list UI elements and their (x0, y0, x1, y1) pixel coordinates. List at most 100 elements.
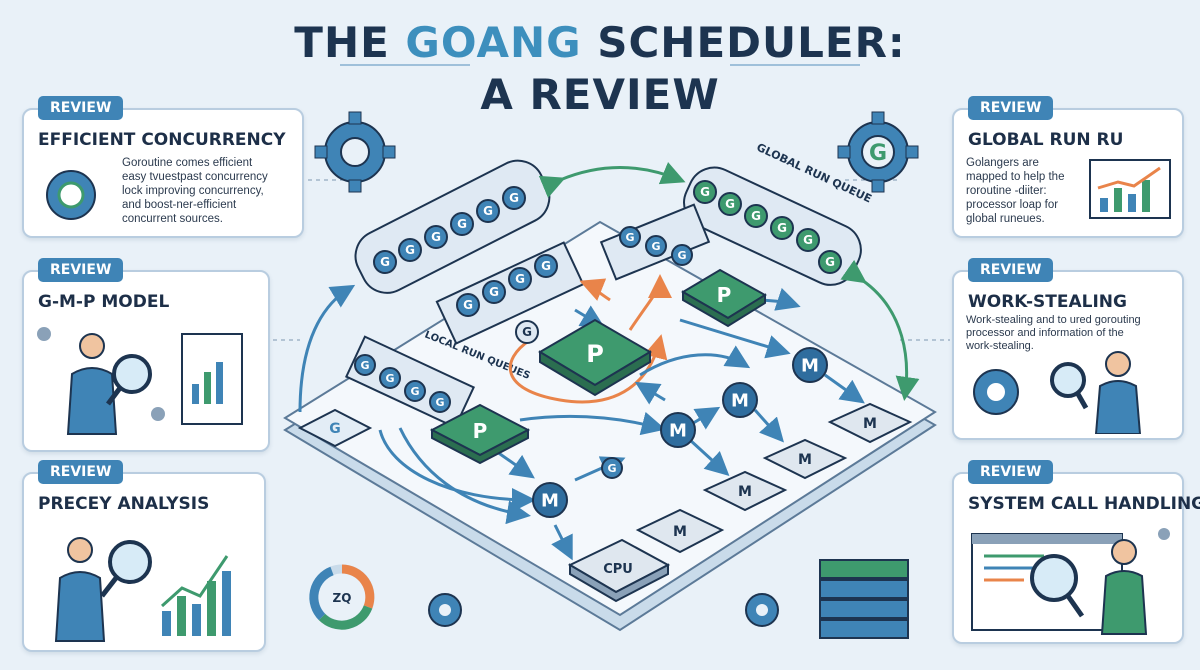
goroutine-token: G (482, 280, 506, 304)
svg-text:G: G (405, 243, 415, 257)
title-rule-right (730, 64, 860, 66)
goroutine-token: G (508, 267, 532, 291)
worker-illustration (973, 351, 1142, 434)
card-precey-analysis: REVIEW PRECEY ANALYSIS (22, 460, 266, 652)
svg-text:G: G (431, 230, 441, 244)
svg-text:G: G (725, 197, 735, 211)
goroutine-token: G (354, 354, 376, 376)
svg-text:G: G (700, 185, 710, 199)
goroutine-token: G (502, 186, 526, 210)
analyst-illustration (54, 537, 231, 642)
gear-icon (37, 327, 51, 341)
svg-text:G: G (522, 325, 532, 339)
review-badge: REVIEW (38, 460, 124, 484)
card-efficient-concurrency: REVIEW EFFICIENT CONCURRENCY Goroutine c… (22, 96, 304, 238)
goroutine-token: G (450, 212, 474, 236)
card-text: Goroutine comes efficient easy tvuestpas… (122, 157, 268, 225)
card-title: PRECEY ANALYSIS (38, 494, 210, 514)
review-badge: REVIEW (38, 96, 124, 120)
svg-text:ZQ: ZQ (333, 591, 352, 605)
gear-icon (314, 111, 396, 193)
goroutine-token: G (373, 250, 397, 274)
title-accent: GOANG (405, 18, 582, 67)
svg-text:G: G (677, 249, 686, 262)
goroutine-token: G (404, 380, 426, 402)
magnifier-icon (1050, 362, 1086, 398)
card-title: EFFICIENT CONCURRENCY (38, 130, 286, 150)
gear-icon (837, 111, 919, 193)
card-system-call-handling: REVIEW SYSTEM CALL HANDLING (952, 460, 1200, 644)
magnifier-icon (112, 354, 152, 394)
svg-text:G: G (360, 359, 369, 372)
svg-text:M: M (738, 484, 752, 500)
clipboard-icon (181, 333, 243, 425)
goroutine-chip: G (297, 408, 373, 448)
svg-text:P: P (473, 419, 488, 443)
card-gmp-model: REVIEW G-M-P MODEL (22, 258, 270, 452)
review-badge: REVIEW (968, 460, 1054, 484)
svg-text:G: G (777, 221, 787, 235)
goroutine-token: G (770, 216, 794, 240)
svg-text:G: G (435, 396, 444, 409)
svg-text:G: G (607, 462, 616, 475)
svg-text:G: G (651, 240, 660, 253)
card-title: GLOBAL RUN RU (968, 130, 1124, 150)
server-stack-icon (819, 559, 909, 639)
machine-token: M (792, 347, 828, 383)
goroutine-token: G (429, 391, 451, 413)
goroutine-token: G (818, 250, 842, 274)
card-global-run-queue: REVIEW GLOBAL RUN RU Golangers are mappe… (952, 96, 1184, 238)
card-text: Golangers are mapped to help the rorouti… (966, 157, 1065, 225)
cpu-chip: M (702, 470, 788, 512)
card-title: G-M-P MODEL (38, 292, 170, 312)
svg-text:G: G (380, 255, 390, 269)
page-subtitle: A REVIEW (480, 70, 720, 119)
gear-g-label: G (869, 141, 887, 166)
svg-text:G: G (385, 372, 394, 385)
card-title: WORK-STEALING (968, 292, 1127, 312)
goroutine-token: G (718, 192, 742, 216)
svg-text:G: G (463, 298, 473, 312)
svg-text:G: G (751, 209, 761, 223)
zq-ring-icon: ZQ (309, 564, 375, 630)
cpu-chip: M (827, 402, 913, 444)
card-title: SYSTEM CALL HANDLING (968, 494, 1200, 514)
goroutine-token: G (398, 238, 422, 262)
review-badge: REVIEW (38, 258, 124, 282)
page-title: THE GOANG SCHEDULER: (294, 18, 906, 67)
cpu-chip: M (635, 508, 725, 554)
goroutine-token: G (645, 235, 667, 257)
svg-text:M: M (801, 355, 819, 376)
svg-text:M: M (541, 490, 559, 511)
card-work-stealing: REVIEW WORK-STEALING Work-stealing and t… (952, 258, 1184, 440)
svg-text:CPU: CPU (603, 562, 633, 577)
goroutine-token: G (796, 228, 820, 252)
svg-text:G: G (541, 259, 551, 273)
svg-text:G: G (410, 385, 419, 398)
gear-icon (151, 407, 165, 421)
svg-text:G: G (509, 191, 519, 205)
svg-text:G: G (329, 421, 341, 437)
svg-text:P: P (586, 340, 604, 368)
svg-text:G: G (625, 231, 634, 244)
processor-p-large: P (538, 318, 652, 397)
goroutine-token: G (456, 293, 480, 317)
svg-text:G: G (483, 204, 493, 218)
svg-text:M: M (669, 420, 687, 441)
goroutine-token: G (515, 320, 539, 344)
svg-text:M: M (673, 524, 687, 540)
svg-text:G: G (489, 285, 499, 299)
svg-text:M: M (731, 390, 749, 411)
magnifier-icon (108, 540, 152, 584)
goroutine-token: G (534, 254, 558, 278)
review-badge: REVIEW (968, 96, 1054, 120)
goroutine-token: G (424, 225, 448, 249)
machine-token: M (722, 382, 758, 418)
cpu-chip: M (762, 438, 848, 480)
processor-p-left: P (429, 403, 531, 465)
machine-token: M (660, 412, 696, 448)
chart-icon (1089, 159, 1171, 219)
magnifier-icon (1030, 554, 1078, 602)
svg-text:G: G (457, 217, 467, 231)
